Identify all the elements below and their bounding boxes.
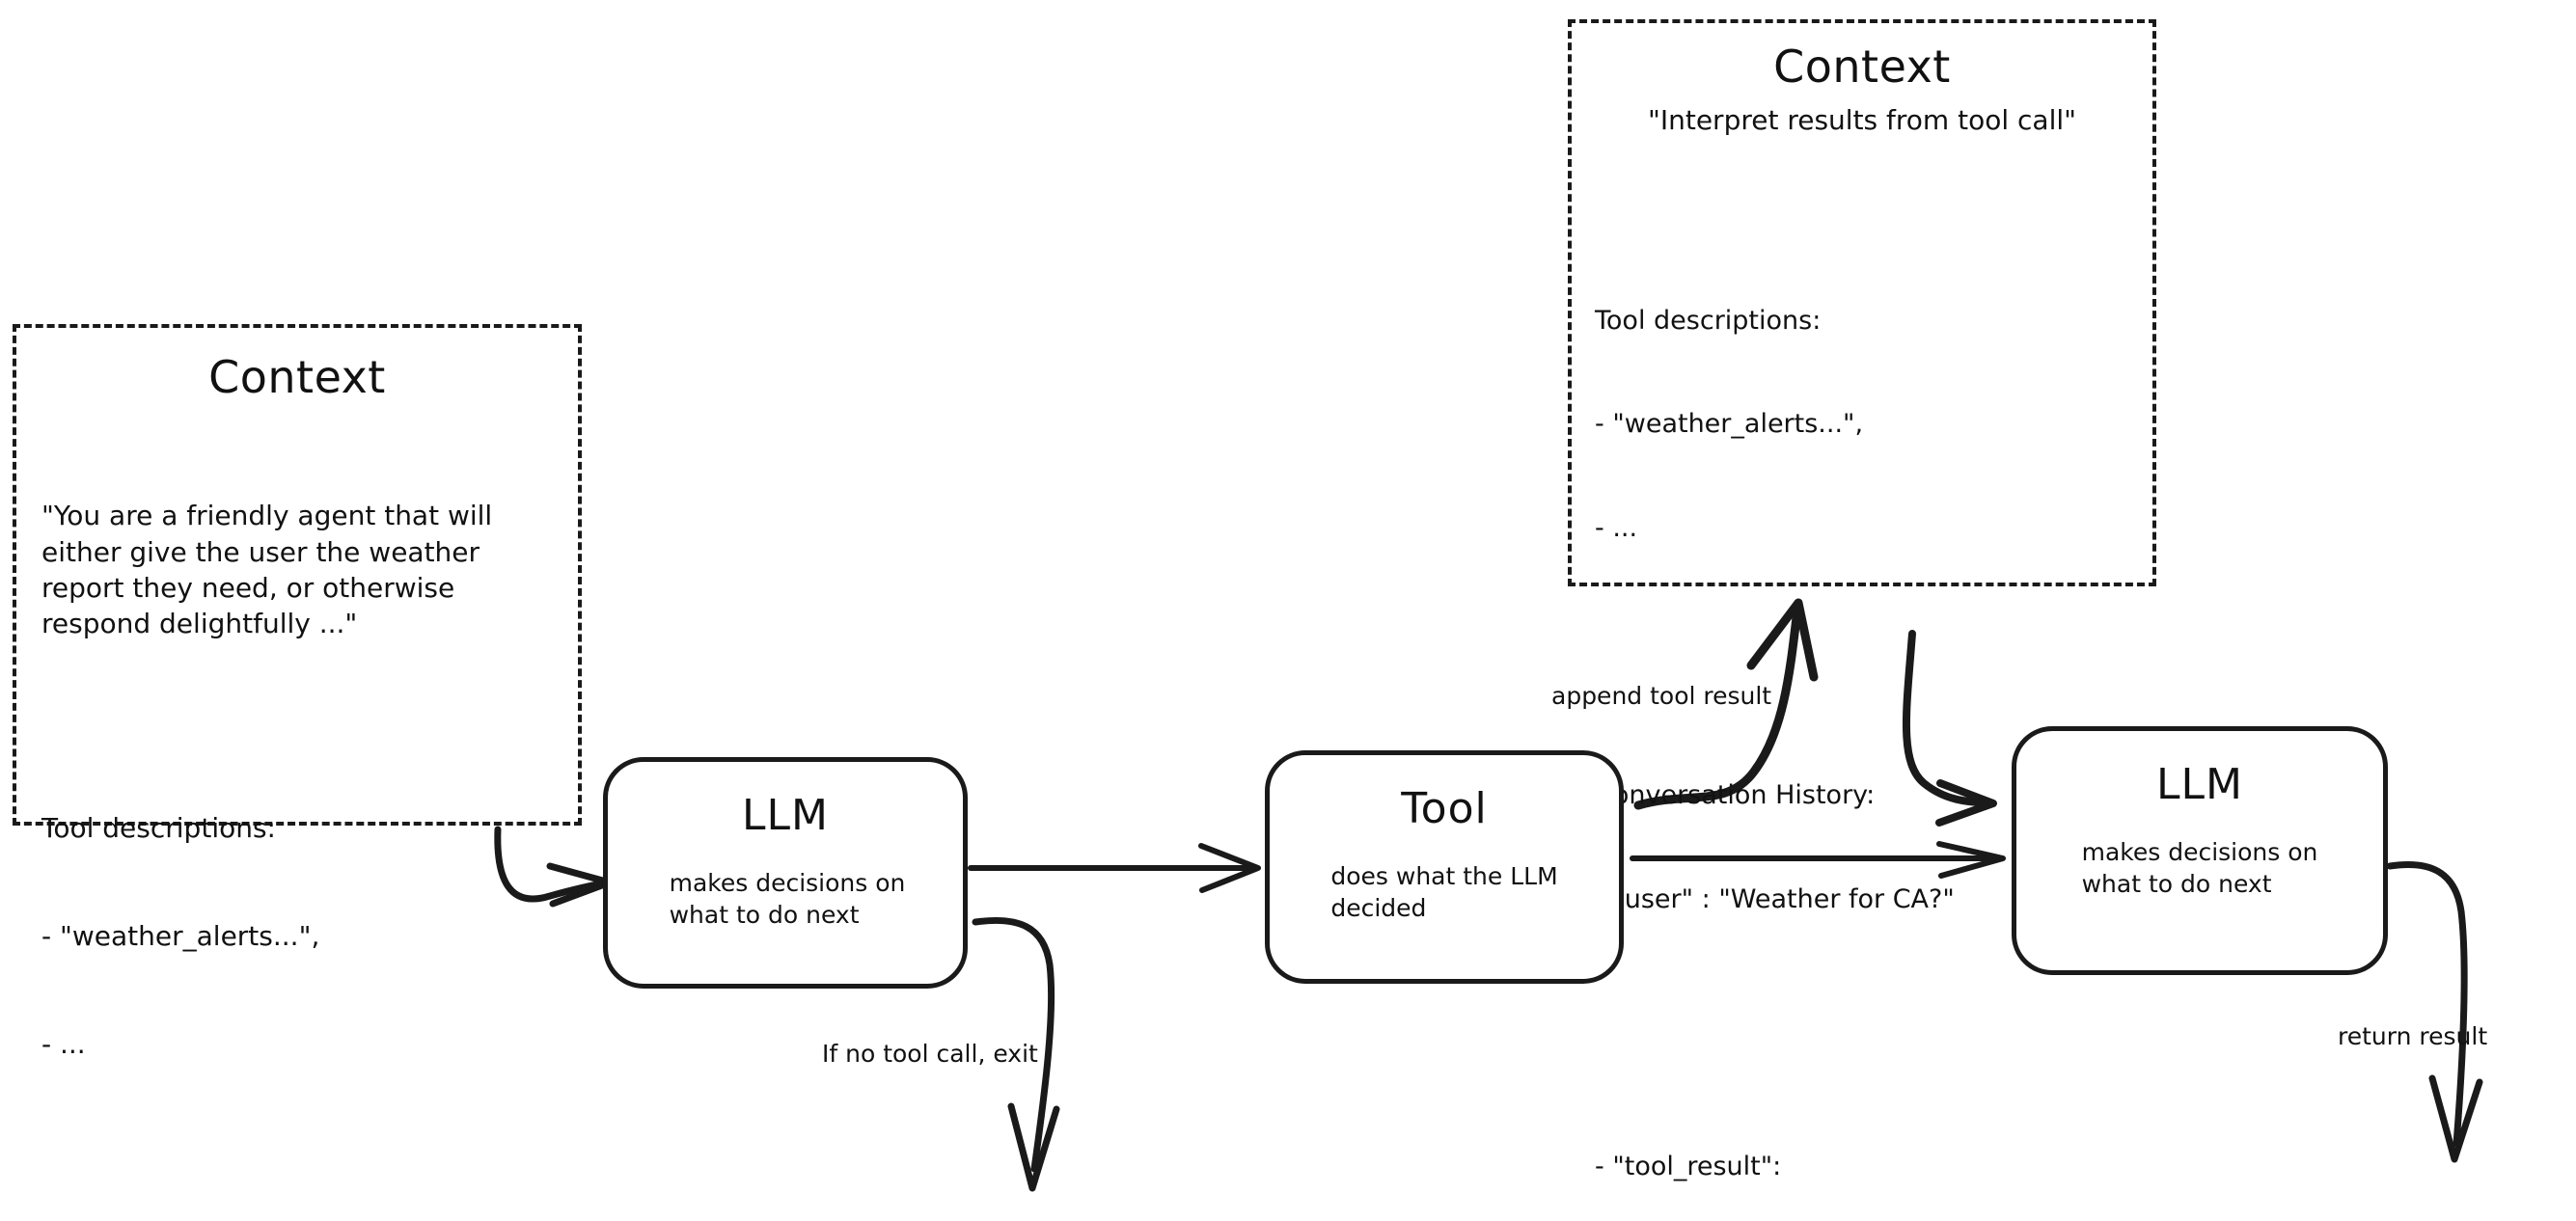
context-left-title: Context [208, 351, 386, 403]
context-right-tool-item: - "weather_alerts...", [1595, 409, 1864, 440]
context-right-title: Context [1773, 41, 1951, 93]
context-right-tool-descriptions: Tool descriptions: - "weather_alerts..."… [1595, 234, 2129, 615]
node-tool[interactable]: Tool does what the LLM decided [1265, 750, 1624, 984]
edge-label-exit: If no tool call, exit [822, 1040, 1038, 1068]
node-llm-second-title: LLM [2156, 760, 2243, 809]
node-llm-second[interactable]: LLM makes decisions on what to do next [2012, 726, 2388, 975]
node-llm-first-subtitle: makes decisions on what to do next [669, 869, 906, 929]
node-tool-subtitle: does what the LLM decided [1330, 862, 1558, 922]
context-left-tool-descriptions: Tool descriptions: - "weather_alerts..."… [41, 739, 553, 1134]
edge-return-result-path [2386, 860, 2468, 1148]
context-left-tool-descriptions-heading: Tool descriptions: [41, 812, 276, 845]
edge-llm-exit-arrowhead [1007, 1102, 1060, 1192]
context-left-system-prompt: "You are a friendly agent that will eith… [41, 500, 493, 640]
context-left-tool-item: - "weather_alerts...", [41, 920, 320, 953]
context-right-tool-result: - "tool_result": { "state": "CA", [ { "r… [1595, 1081, 2129, 1221]
context-right-conversation: Conversation History: - "user" : "Weathe… [1595, 710, 2129, 987]
context-box-left: Context "You are a friendly agent that w… [13, 324, 582, 1060]
node-llm-first[interactable]: LLM makes decisions on what to do next [603, 757, 968, 989]
context-right-tool-descriptions-heading: Tool descriptions: [1595, 305, 1822, 336]
node-tool-title: Tool [1401, 784, 1488, 833]
node-llm-first-title: LLM [742, 791, 829, 840]
context-right-quote: "Interpret results from tool call" [1647, 104, 2077, 136]
context-left-tool-item: - ... [41, 1027, 86, 1060]
context-left-body: "You are a friendly agent that will eith… [41, 426, 553, 1221]
edge-llm-to-tool-arrowhead [1198, 843, 1261, 893]
context-right-conversation-item: - "user" : "Weather for CA?" [1595, 884, 1955, 915]
edge-return-result-arrowhead [2428, 1074, 2483, 1163]
edge-label-append-tool-result: append tool result [1551, 682, 1772, 710]
node-llm-second-subtitle: makes decisions on what to do next [2081, 838, 2318, 898]
context-right-tool-item: - ... [1595, 513, 1638, 544]
edge-label-return-result: return result [2338, 1022, 2488, 1050]
context-box-right: Context "Interpret results from tool cal… [1568, 19, 2156, 1181]
edge-context-to-llm-arrowhead [546, 862, 614, 908]
context-right-tool-result-heading: - "tool_result": [1595, 1152, 1782, 1182]
context-right-body: Tool descriptions: - "weather_alerts..."… [1595, 165, 2129, 1221]
